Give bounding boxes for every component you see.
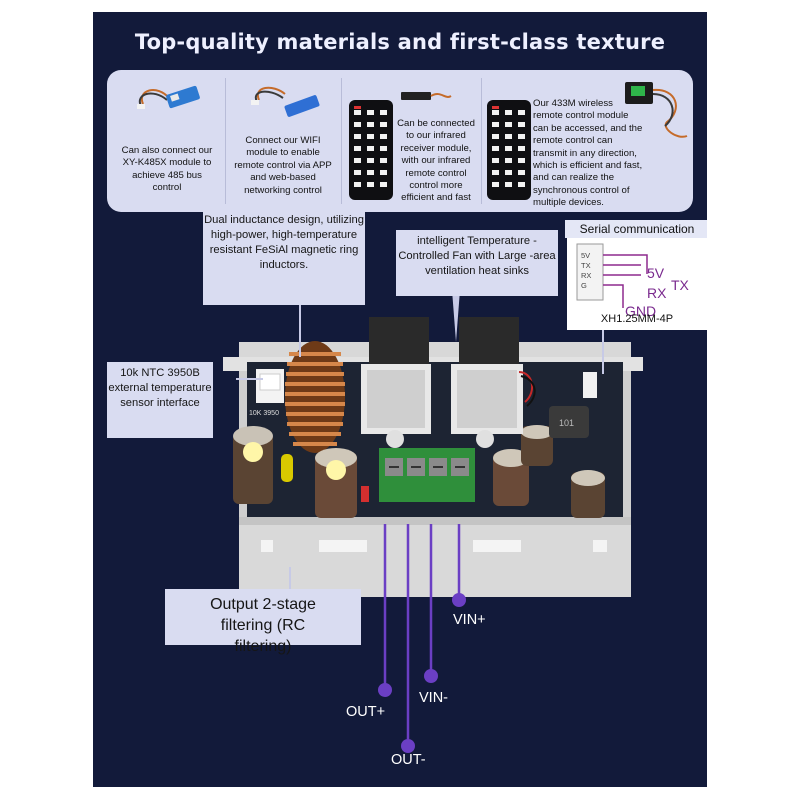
- pin-rx-label: RX: [647, 285, 667, 301]
- ntc-silk-label: 10K 3950: [249, 410, 279, 417]
- product-panel: Top-quality materials and first-class te…: [93, 12, 707, 787]
- pin-5v-label: 5V: [647, 265, 665, 281]
- board-serial-connector: [583, 372, 597, 398]
- feature-wifi-text: Connect our WIFI module to enable remote…: [234, 135, 332, 196]
- capacitor-upper-right: [521, 425, 553, 466]
- pin-label: 5V: [581, 251, 590, 260]
- serial-pin-diagram: 5V TX RX G 5V TX RX GND: [576, 243, 690, 319]
- feature-wifi-module: Connect our WIFI module to enable remote…: [225, 70, 341, 212]
- feature-separator: [481, 78, 482, 204]
- label-out-plus: OUT+: [346, 704, 386, 720]
- inductor-code: 101: [559, 418, 574, 428]
- feature-433m: Our 433M wireless remote control module …: [481, 70, 693, 212]
- serial-diagram: 5V TX RX G 5V TX RX GND XH1.25MM-4P: [567, 238, 707, 330]
- toroidal-inductor: [285, 341, 345, 453]
- feature-485-text: Can also connect our XY-K485X module to …: [121, 145, 213, 194]
- callout-inductor: Dual inductance design, utilizing high-p…: [203, 209, 365, 305]
- serial-title: Serial communication: [565, 220, 707, 238]
- capacitor-right: [493, 449, 529, 506]
- callout-filter: Output 2-stage filtering (RC filtering): [165, 589, 361, 655]
- heatsink-left: [361, 317, 431, 448]
- page-title: Top-quality materials and first-class te…: [134, 30, 666, 54]
- feature-bar: Can also connect our XY-K485X module to …: [107, 70, 693, 212]
- pin-label: G: [581, 281, 587, 290]
- connector-type: XH1.25MM-4P: [600, 313, 674, 325]
- pin-label: TX: [581, 261, 591, 270]
- label-out-minus: OUT-: [391, 752, 426, 768]
- smd-inductor: 101: [549, 406, 589, 438]
- pin-label: RX: [581, 271, 591, 280]
- label-vin-minus: VIN-: [419, 690, 448, 706]
- feature-infrared: Can be connected to our infrared receive…: [341, 70, 481, 212]
- callout-fan: intelligent Temperature -Controlled Fan …: [396, 230, 558, 296]
- pin-tx-label: TX: [671, 277, 690, 293]
- feature-separator: [225, 78, 226, 204]
- rs485-module-icon: [137, 85, 200, 109]
- callout-lines: [236, 290, 604, 753]
- feature-433m-text: Our 433M wireless remote control module …: [533, 98, 643, 209]
- wifi-module-icon: [251, 86, 320, 117]
- feature-separator: [341, 78, 342, 204]
- capacitor-mid: [315, 448, 357, 518]
- terminal-block: [379, 448, 475, 502]
- ir-remote-icon: [349, 92, 452, 200]
- pin-gnd-label: GND: [625, 303, 656, 319]
- 433m-remote-icon: [487, 82, 688, 200]
- heatsink-right: [451, 317, 523, 448]
- capacitor-left: [233, 426, 273, 504]
- enclosure-front: [239, 517, 631, 597]
- label-vin-plus: VIN+: [453, 612, 486, 628]
- callout-ntc: 10k NTC 3950B external temperature senso…: [107, 362, 213, 438]
- feature-485-module: Can also connect our XY-K485X module to …: [107, 70, 225, 212]
- capacitor-far-right: [571, 470, 605, 518]
- feature-infrared-text: Can be connected to our infrared receive…: [397, 118, 475, 204]
- board-illustration: 10K 3950: [223, 317, 643, 597]
- terminal-dots: [378, 593, 466, 753]
